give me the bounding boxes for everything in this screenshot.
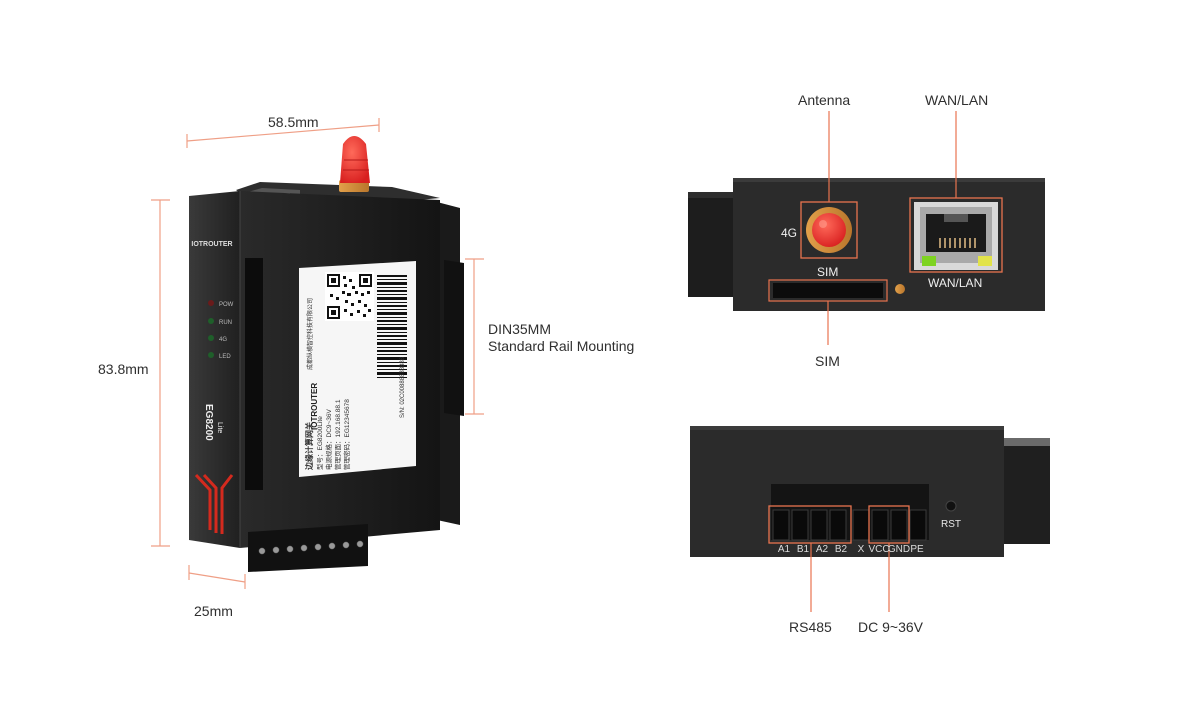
brand-logo-front: IOTROUTER <box>191 241 232 248</box>
pin-label-a2: A2 <box>816 544 829 555</box>
pin-label-vcc: VCC <box>868 544 889 555</box>
sticker-line-1: 型号：EG8200Lite <box>315 416 324 470</box>
model-name: EG8200 <box>203 404 214 441</box>
label-sim-inner: SIM <box>817 265 838 279</box>
led-label-4g: 4G <box>219 337 227 343</box>
top-view-clip <box>688 192 738 297</box>
device-top-view: 4G SIM WAN/LAN <box>688 111 1045 345</box>
dimension-din-rail <box>465 258 484 415</box>
din-rail-line2: Standard Rail Mounting <box>488 338 635 354</box>
red-accent-stripes <box>194 473 234 534</box>
model-sub: Lite <box>216 422 223 433</box>
callout-wan-lan: WAN/LAN <box>925 92 989 108</box>
terminal-block-iso <box>248 524 368 572</box>
pin-labels: A1 B1 A2 B2 X VCC GND PE <box>778 544 924 555</box>
barcode <box>377 275 407 378</box>
sticker-line-4: 管理密码：EG12345678 <box>342 399 351 470</box>
sticker-product: 边缘计算网关 <box>304 422 314 471</box>
sim-slot <box>773 283 883 298</box>
led-pow-icon <box>208 300 214 306</box>
device-front-panel <box>189 191 240 548</box>
reset-hole-icon <box>895 284 905 294</box>
callout-rs485: RS485 <box>789 619 832 635</box>
label-4g: 4G <box>781 226 797 240</box>
sticker-line-3: 管理页面：192.168.88.1 <box>333 399 342 470</box>
antenna-connector <box>806 207 852 253</box>
callout-sim: SIM <box>815 353 840 369</box>
rst-button-icon <box>945 500 957 512</box>
label-sticker: 边缘计算网关 型号：EG8200Lite 电源规格：DC9~36V 管理页面：1… <box>299 261 416 477</box>
link-led-green-icon <box>922 256 936 266</box>
pin-label-b1: B1 <box>797 544 810 555</box>
pin-label-x: X <box>858 544 865 555</box>
device-bottom-view: RST A1 B1 A2 B2 X VCC GND PE <box>690 426 1050 612</box>
dim-height-label: 83.8mm <box>98 361 149 377</box>
antenna-iso <box>339 136 370 192</box>
sticker-line-2: 电源规格：DC9~36V <box>324 408 333 470</box>
led-indicators: POW RUN 4G LED <box>208 300 234 360</box>
dimension-depth <box>188 565 246 589</box>
bottom-view-clip <box>1000 438 1050 544</box>
label-wan-lan-inner: WAN/LAN <box>928 276 982 290</box>
led-label-run: RUN <box>219 320 232 326</box>
callout-power: DC 9~36V <box>858 619 923 635</box>
sticker-brand: IOTROUTER <box>310 383 319 430</box>
pin-label-pe: PE <box>910 544 924 555</box>
terminal-pins <box>772 509 927 541</box>
link-led-yellow-icon <box>978 256 992 266</box>
led-label-pow: POW <box>219 302 234 308</box>
device-iso-view: IOTROUTER POW RUN 4G LED EG8200 Lite <box>151 118 484 589</box>
callout-antenna: Antenna <box>798 92 851 108</box>
led-led-icon <box>208 352 214 358</box>
din-rail-line1: DIN35MM <box>488 321 552 337</box>
pin-label-b2: B2 <box>835 544 848 555</box>
qr-code <box>325 272 374 321</box>
led-4g-icon <box>208 335 214 341</box>
sticker-company: 成都纵横智控科技有限公司 <box>306 298 314 370</box>
dimension-height <box>151 199 170 547</box>
led-label-led: LED <box>219 354 231 360</box>
dim-width-label: 58.5mm <box>268 114 319 130</box>
rj45-port <box>914 202 998 270</box>
pin-label-gnd: GND <box>888 544 910 555</box>
din-rail-label: DIN35MM Standard Rail Mounting <box>488 321 634 355</box>
dim-depth-label: 25mm <box>194 603 233 619</box>
led-run-icon <box>208 318 214 324</box>
label-rst: RST <box>941 519 961 530</box>
sticker-serial: S/N: 02C00888888888 <box>400 356 406 418</box>
dimension-width <box>186 118 380 148</box>
rs485-highlight-box <box>768 505 852 544</box>
pin-label-a1: A1 <box>778 544 791 555</box>
